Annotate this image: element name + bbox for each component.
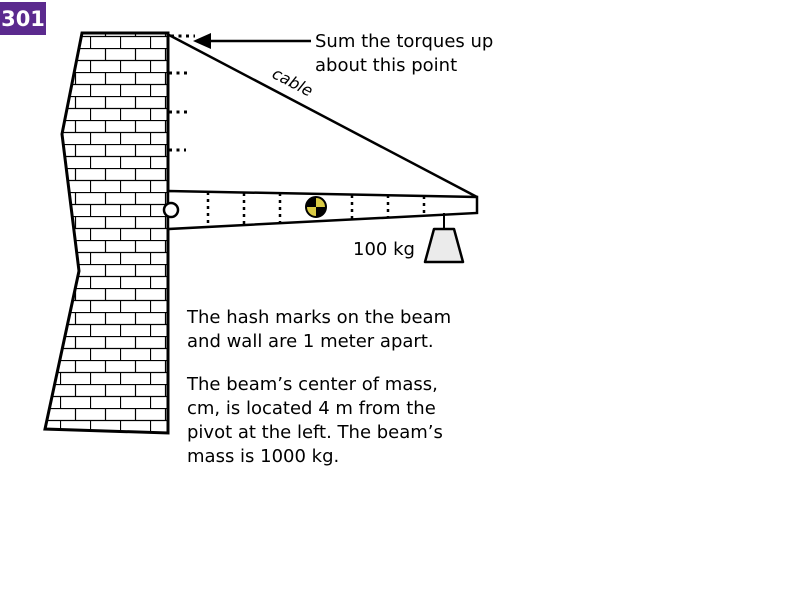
cm-quadrant	[316, 207, 326, 217]
wall-hash-marks	[169, 34, 195, 152]
weight	[423, 227, 465, 264]
note-hash-marks: The hash marks on the beam and wall are …	[187, 307, 452, 352]
cable-label: cable	[269, 64, 316, 101]
center-of-mass-marker	[305, 196, 327, 218]
cm-quadrant	[306, 207, 316, 217]
torque-point-arrow	[193, 33, 311, 49]
note-center-of-mass: The beam’s center of mass, cm, is locate…	[187, 374, 443, 467]
cm-outline	[305, 196, 327, 218]
slide-number-badge: 301	[0, 2, 46, 35]
mass-label: 100 kg	[353, 239, 415, 260]
brick-wall	[43, 31, 170, 435]
hanging-mass	[423, 213, 465, 264]
arrow-head	[193, 33, 211, 49]
torque-note-label: Sum the torques up about this point	[315, 31, 494, 76]
pivot	[162, 201, 180, 219]
cm-quadrant	[316, 197, 326, 207]
cable-line	[168, 33, 478, 199]
beam-hash-marks	[206, 192, 426, 227]
cm-quadrant	[306, 197, 316, 207]
